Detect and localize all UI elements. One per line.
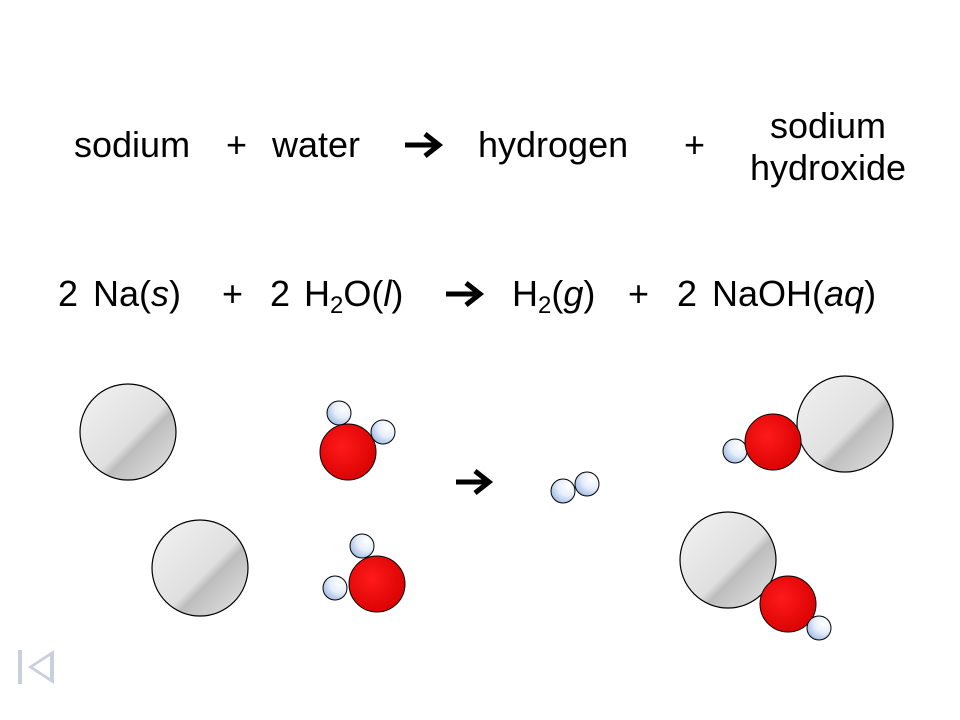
oxygen-atom: [348, 555, 406, 613]
eq-water-formula: H2O(l): [304, 273, 404, 318]
hydrogen-atom: [349, 533, 375, 559]
sodium-atom: [679, 511, 777, 609]
eq-hydrogen-close: ): [583, 273, 596, 314]
sodium-atom: [796, 375, 894, 473]
word-product-line-1: sodium: [769, 105, 887, 146]
eq-hydrogen-subscript: 2: [538, 292, 552, 319]
oxygen-atom: [319, 423, 377, 481]
eq-hydrogen-h: H: [512, 273, 538, 314]
word-plus-1: +: [226, 124, 248, 165]
oxygen-atom: [744, 413, 802, 471]
hydrogen-atom: [326, 400, 352, 426]
hydrogen-atom: [370, 419, 396, 445]
sodium-atom: [79, 383, 177, 481]
eq-sodium-symbol: Na(: [93, 273, 152, 314]
hydrogen-atom: [722, 438, 748, 464]
hydrogen-atom: [550, 478, 576, 504]
eq-water-subscript: 2: [330, 292, 344, 319]
eq-water-h: H: [304, 273, 330, 314]
word-reactant-sodium: sodium: [74, 124, 191, 165]
skip-to-start-icon[interactable]: [14, 646, 60, 688]
eq-hydrogen-state: g: [563, 273, 584, 314]
eq-naoh-close: ): [864, 273, 877, 314]
word-plus-2: +: [684, 124, 706, 165]
word-product-sodium-hydroxide: sodium hydroxide: [734, 105, 922, 189]
sodium-atom: [151, 519, 249, 617]
hydrogen-atom: [322, 575, 348, 601]
eq-water-state: l: [383, 273, 392, 314]
word-product-line-2: hydroxide: [749, 147, 907, 188]
reaction-arrow-icon: [456, 469, 494, 495]
word-right-arrow-icon: [405, 132, 444, 158]
eq-naoh-formula: NaOH(aq): [712, 276, 876, 312]
eq-hydrogen-formula: H2(g): [512, 273, 596, 318]
hydrogen-atom: [574, 471, 600, 497]
word-product-hydrogen: hydrogen: [478, 124, 629, 165]
eq-sodium-state: s: [151, 273, 170, 314]
eq-plus-1: +: [222, 273, 244, 314]
eq-hydrogen-open: (: [551, 273, 564, 314]
eq-coefficient-sodium: 2: [58, 273, 79, 314]
eq-coefficient-naoh: 2: [677, 273, 698, 314]
eq-sodium-formula: Na(s): [93, 276, 181, 312]
word-reactant-water: water: [272, 124, 361, 165]
eq-water-close: ): [391, 273, 404, 314]
eq-coefficient-water: 2: [270, 273, 291, 314]
eq-right-arrow-icon: [446, 281, 485, 307]
hydrogen-atom: [806, 615, 832, 641]
eq-naoh-symbol: NaOH(: [712, 273, 825, 314]
eq-sodium-close: ): [169, 273, 182, 314]
eq-water-o: O(: [343, 273, 384, 314]
eq-plus-2: +: [628, 273, 650, 314]
oxygen-atom: [759, 575, 817, 633]
eq-naoh-state: aq: [824, 273, 865, 314]
